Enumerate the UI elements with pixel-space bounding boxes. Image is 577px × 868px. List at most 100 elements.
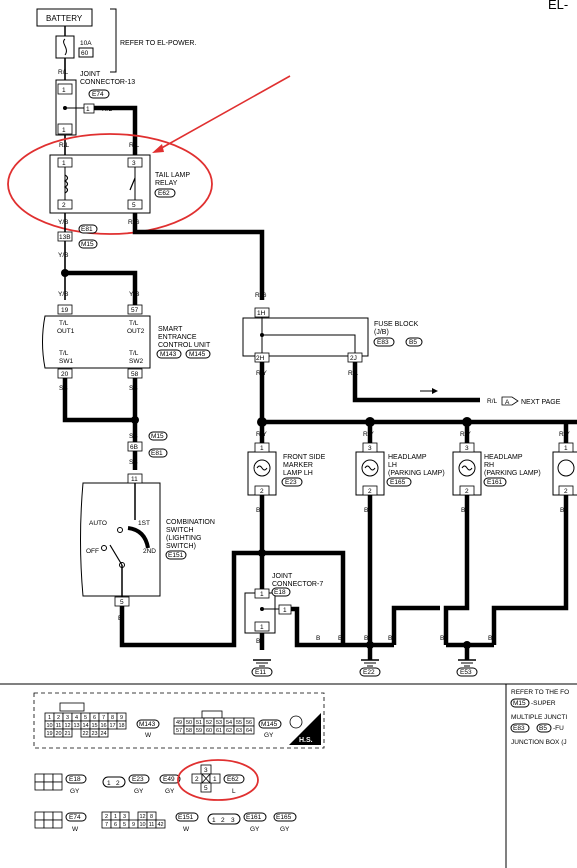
relay-label-2: RELAY xyxy=(155,180,178,187)
wire-color-sb-4: SB xyxy=(129,459,138,466)
relay-conn: E62 xyxy=(158,190,170,197)
wire-color-yb-3: Y/B xyxy=(58,291,68,298)
legend-e62-pin-2: 2 xyxy=(195,776,199,783)
wire-color-sb-3: SB xyxy=(129,433,138,440)
m145-r1-pin: 50 xyxy=(186,720,192,726)
e151-r2-cell xyxy=(155,819,166,829)
secu-conn-b: M145 xyxy=(189,351,206,358)
next-page-wire: R/L xyxy=(487,398,498,405)
legend-m143-color: W xyxy=(145,732,152,739)
wire-color-b-2: B xyxy=(256,507,260,514)
secu-label-3: CONTROL UNIT xyxy=(158,342,211,349)
switch-label-3: (LIGHTING xyxy=(166,535,201,542)
hs-label: H.S. xyxy=(299,737,313,744)
battery-label: BATTERY xyxy=(46,14,83,23)
lamp1-pin-bot: 2 xyxy=(260,488,264,495)
m143-r2-pin: 13 xyxy=(73,723,79,729)
relay-pin-5: 5 xyxy=(132,202,136,209)
secu-out1-b: OUT1 xyxy=(57,328,75,335)
wire-color-b-3: B xyxy=(364,507,368,514)
next-page-arrow-icon xyxy=(501,396,519,406)
lamp-headlamp-lh: 3 2 HEADLAMP LH (PARKING LAMP) E165 xyxy=(355,442,445,496)
joint13-conn: E74 xyxy=(92,91,104,98)
m145-r1-pin: 52 xyxy=(206,720,212,726)
smart-entrance-control-unit: 19 57 20 58 T/L OUT1 T/L OUT2 T/L SW1 T/… xyxy=(42,304,211,379)
e151-r1-pin: 8 xyxy=(150,814,153,820)
wire-color-ry-5: R/Y xyxy=(559,431,571,438)
joint-connector-7: 1 1 1 JOINT CONNECTOR-7 E18 xyxy=(244,573,323,634)
wire-color-b-11: B xyxy=(440,635,444,642)
switch-off: OFF xyxy=(86,548,99,555)
joint13-pin-1b: 1 xyxy=(62,127,66,134)
m145-r2-pin: 63 xyxy=(236,728,242,734)
page-title: EL- xyxy=(548,0,568,12)
wire-color-b-8: B xyxy=(338,635,342,642)
lamp3-pin-bot: 2 xyxy=(465,488,469,495)
m143-r2-pin: 10 xyxy=(46,723,52,729)
m145-r2-pin: 60 xyxy=(206,728,212,734)
m145-r1-pin: 51 xyxy=(196,720,202,726)
legend-e23-code: E23 xyxy=(132,776,144,783)
m145-r1-pin: 53 xyxy=(216,720,222,726)
legend-e161-pin-3: 3 xyxy=(231,817,235,824)
wire-color-ry-3: R/Y xyxy=(363,431,375,438)
e151-r1-pin: 2 xyxy=(105,814,108,820)
secu-pin-58: 58 xyxy=(131,371,139,378)
e151-r1-pin: 1 xyxy=(114,814,117,820)
legend-e161-e165: 1 2 3 E161 GY E165 GY xyxy=(207,812,297,833)
m143-r3-pin: 23 xyxy=(91,731,97,737)
joint13-label-1: JOINT xyxy=(80,71,101,78)
legend-e151-code: E151 xyxy=(178,814,194,821)
secu-pin-57: 57 xyxy=(131,307,139,314)
ground-e11-label: E11 xyxy=(255,669,266,676)
secu-sw1-b: SW1 xyxy=(59,358,73,365)
legend-e18-color: GY xyxy=(70,788,80,795)
battery-note: REFER TO EL-POWER. xyxy=(120,40,196,47)
m143-r1-pin: 1 xyxy=(48,715,51,721)
ground-e22: E22 xyxy=(359,659,381,677)
ground-e22-label: E22 xyxy=(363,669,375,676)
m143-r1-pin: 5 xyxy=(84,715,87,721)
wire-color-b-4: B xyxy=(461,507,465,514)
m145-r2-pin: 64 xyxy=(246,728,252,734)
secu-sw2-a: T/L xyxy=(129,350,139,357)
fuse-block: 1H 2H 2J FUSE BLOCK (J/B) E83 B5 xyxy=(242,307,423,363)
legend-m145-code: M145 xyxy=(261,721,278,728)
joint13-pin-1a: 1 xyxy=(62,87,66,94)
wire-color-rl-1: R/L xyxy=(58,69,69,76)
joint7-pin-1c: 1 xyxy=(283,607,287,614)
m143-r2-pin: 11 xyxy=(56,723,62,729)
fuse-number: 60 xyxy=(81,50,89,57)
battery-block: BATTERY REFER TO EL-POWER. 10A 60 xyxy=(36,8,196,73)
e151-r2-pin: 10 xyxy=(139,822,145,828)
wire-color-b-5: B xyxy=(560,507,564,514)
m143-r3-pin: 24 xyxy=(100,731,106,737)
joint7-label-2: CONNECTOR-7 xyxy=(272,581,323,588)
hs-badge: H.S. xyxy=(289,713,321,745)
combination-switch: 11 5 AUTO 1ST OFF 2ND COMBINATION SWITCH… xyxy=(80,473,215,607)
legend-e165-code: E165 xyxy=(276,814,292,821)
lamp1-label-2: MARKER xyxy=(283,462,313,469)
lamp1-label-3: LAMP LH xyxy=(283,470,313,477)
legend-refer-note: REFER TO THE FO M15 -SUPER MULTIPLE JUNC… xyxy=(510,689,569,746)
joint7-pin-1b: 1 xyxy=(260,624,264,631)
m143-r2-pin: 14 xyxy=(82,723,88,729)
legend-m143-code: M143 xyxy=(139,721,156,728)
refer-line-5: JUNCTION BOX (J xyxy=(511,739,567,746)
ground-e11: E11 xyxy=(251,659,273,677)
m145-r1-pin: 55 xyxy=(236,720,242,726)
e151-r2-pin: 9 xyxy=(132,822,135,828)
next-page-label: NEXT PAGE xyxy=(521,399,561,406)
ground-e53-label: E53 xyxy=(460,669,472,676)
e81-conn-2: E81 xyxy=(151,450,163,457)
refer-b5: B5 xyxy=(539,725,547,732)
legend-e74-color: W xyxy=(72,826,79,833)
m143-r2-pin: 15 xyxy=(91,723,97,729)
lamp3-label-2: RH xyxy=(484,462,494,469)
secu-sw2-b: SW2 xyxy=(129,358,143,365)
legend-e62: 3 2 1 5 E62 L xyxy=(191,764,245,795)
lamp2-pin-bot: 2 xyxy=(368,488,372,495)
m143-r1-pin: 4 xyxy=(75,715,78,721)
fuse-conn-b: B5 xyxy=(409,339,417,346)
